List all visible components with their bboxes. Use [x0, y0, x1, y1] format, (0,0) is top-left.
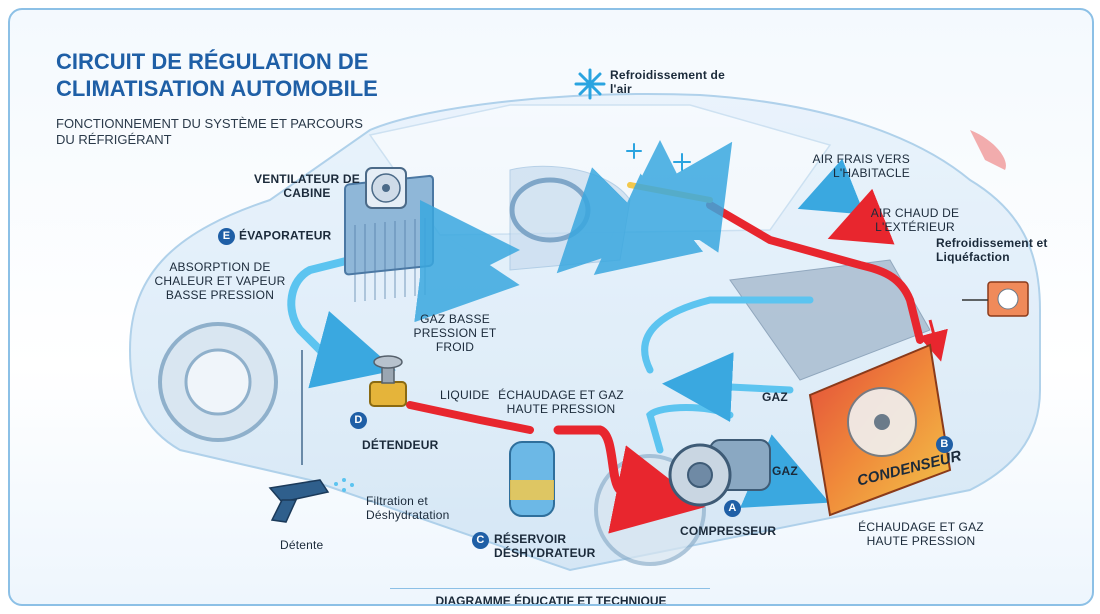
diagram-frame: CIRCUIT DE RÉGULATION DE CLIMATISATION A… — [8, 8, 1094, 606]
compressor — [668, 439, 771, 507]
label-compresseur: COMPRESSEUR — [680, 524, 777, 538]
liquid-line — [406, 401, 534, 434]
small-snowflake-icon — [626, 143, 691, 171]
front-wheel-hub — [184, 348, 252, 416]
label-reservoir: RÉSERVOIR DÉSHYDRATEUR — [494, 532, 596, 560]
low-pressure-line-evap — [287, 256, 396, 389]
label-evaporateur-text: ÉVAPORATEUR — [239, 228, 332, 243]
label-detendeur: DÉTENDEUR — [362, 438, 439, 452]
label-air-chaud: AIR CHAUD DE L'EXTÉRIEUR — [870, 206, 960, 234]
label-air-frais: AIR FRAIS VERS L'HABITACLE — [812, 152, 910, 180]
radiator-icon — [987, 281, 1029, 317]
label-filtration: Filtration et Déshydratation — [366, 494, 450, 522]
car-ac-diagram — [128, 68, 1041, 572]
footer-divider — [390, 588, 710, 589]
hot-air-arrow — [827, 188, 895, 245]
badge-d: D — [350, 412, 367, 429]
label-compresseur-badge: A — [724, 500, 745, 517]
badge-a: A — [724, 500, 741, 517]
label-evaporateur: E ÉVAPORATEUR — [218, 228, 331, 245]
badge-b: B — [936, 436, 953, 453]
badge-e: E — [218, 228, 235, 245]
receiver-drier — [509, 441, 555, 517]
hot-line-top — [706, 201, 924, 344]
label-absorption: ABSORPTION DE CHALEUR ET VAPEUR BASSE PR… — [154, 260, 286, 302]
label-liquide: LIQUIDE — [440, 388, 490, 402]
condenser-air-arrow — [918, 319, 948, 362]
expansion-valve — [369, 355, 407, 407]
label-condenseur-badge: B — [936, 436, 957, 453]
cabin-fan — [365, 167, 407, 209]
cold-air-flow — [414, 140, 733, 323]
condenser — [808, 343, 952, 517]
label-reservoir-badge: C — [472, 532, 493, 549]
label-gaz-1: GAZ — [762, 390, 788, 404]
page-title: CIRCUIT DE RÉGULATION DE CLIMATISATION A… — [56, 49, 378, 101]
gas-return-arrow — [662, 352, 794, 423]
label-echaudage-bottom: ÉCHAUDAGE ET GAZ HAUTE PRESSION — [858, 520, 984, 548]
tail-light — [970, 130, 1006, 170]
spray-gun-icon — [268, 478, 354, 523]
label-refroidissement-liquefaction: Refroidissement et Liquéfaction — [936, 236, 1048, 264]
page-subtitle: FONCTIONNEMENT DU SYSTÈME ET PARCOURS DU… — [56, 116, 363, 147]
label-detendeur-badge: D — [350, 412, 371, 429]
label-gaz-2: GAZ — [772, 464, 798, 478]
label-detente: Détente — [280, 538, 324, 552]
label-ventilateur: VENTILATEUR DE CABINE — [254, 172, 360, 200]
label-gaz-basse: GAZ BASSE PRESSION ET FROID — [413, 312, 497, 354]
return-line — [641, 296, 814, 374]
badge-c: C — [472, 532, 489, 549]
high-pressure-line — [553, 425, 706, 534]
label-refroidissement-air: Refroidissement de l'air — [610, 68, 725, 96]
page-footer: DIAGRAMME ÉDUCATIF ET TECHNIQUE — [435, 594, 667, 606]
snowflake-icon — [574, 68, 606, 100]
label-echaudage-top: ÉCHAUDAGE ET GAZ HAUTE PRESSION — [498, 388, 624, 416]
